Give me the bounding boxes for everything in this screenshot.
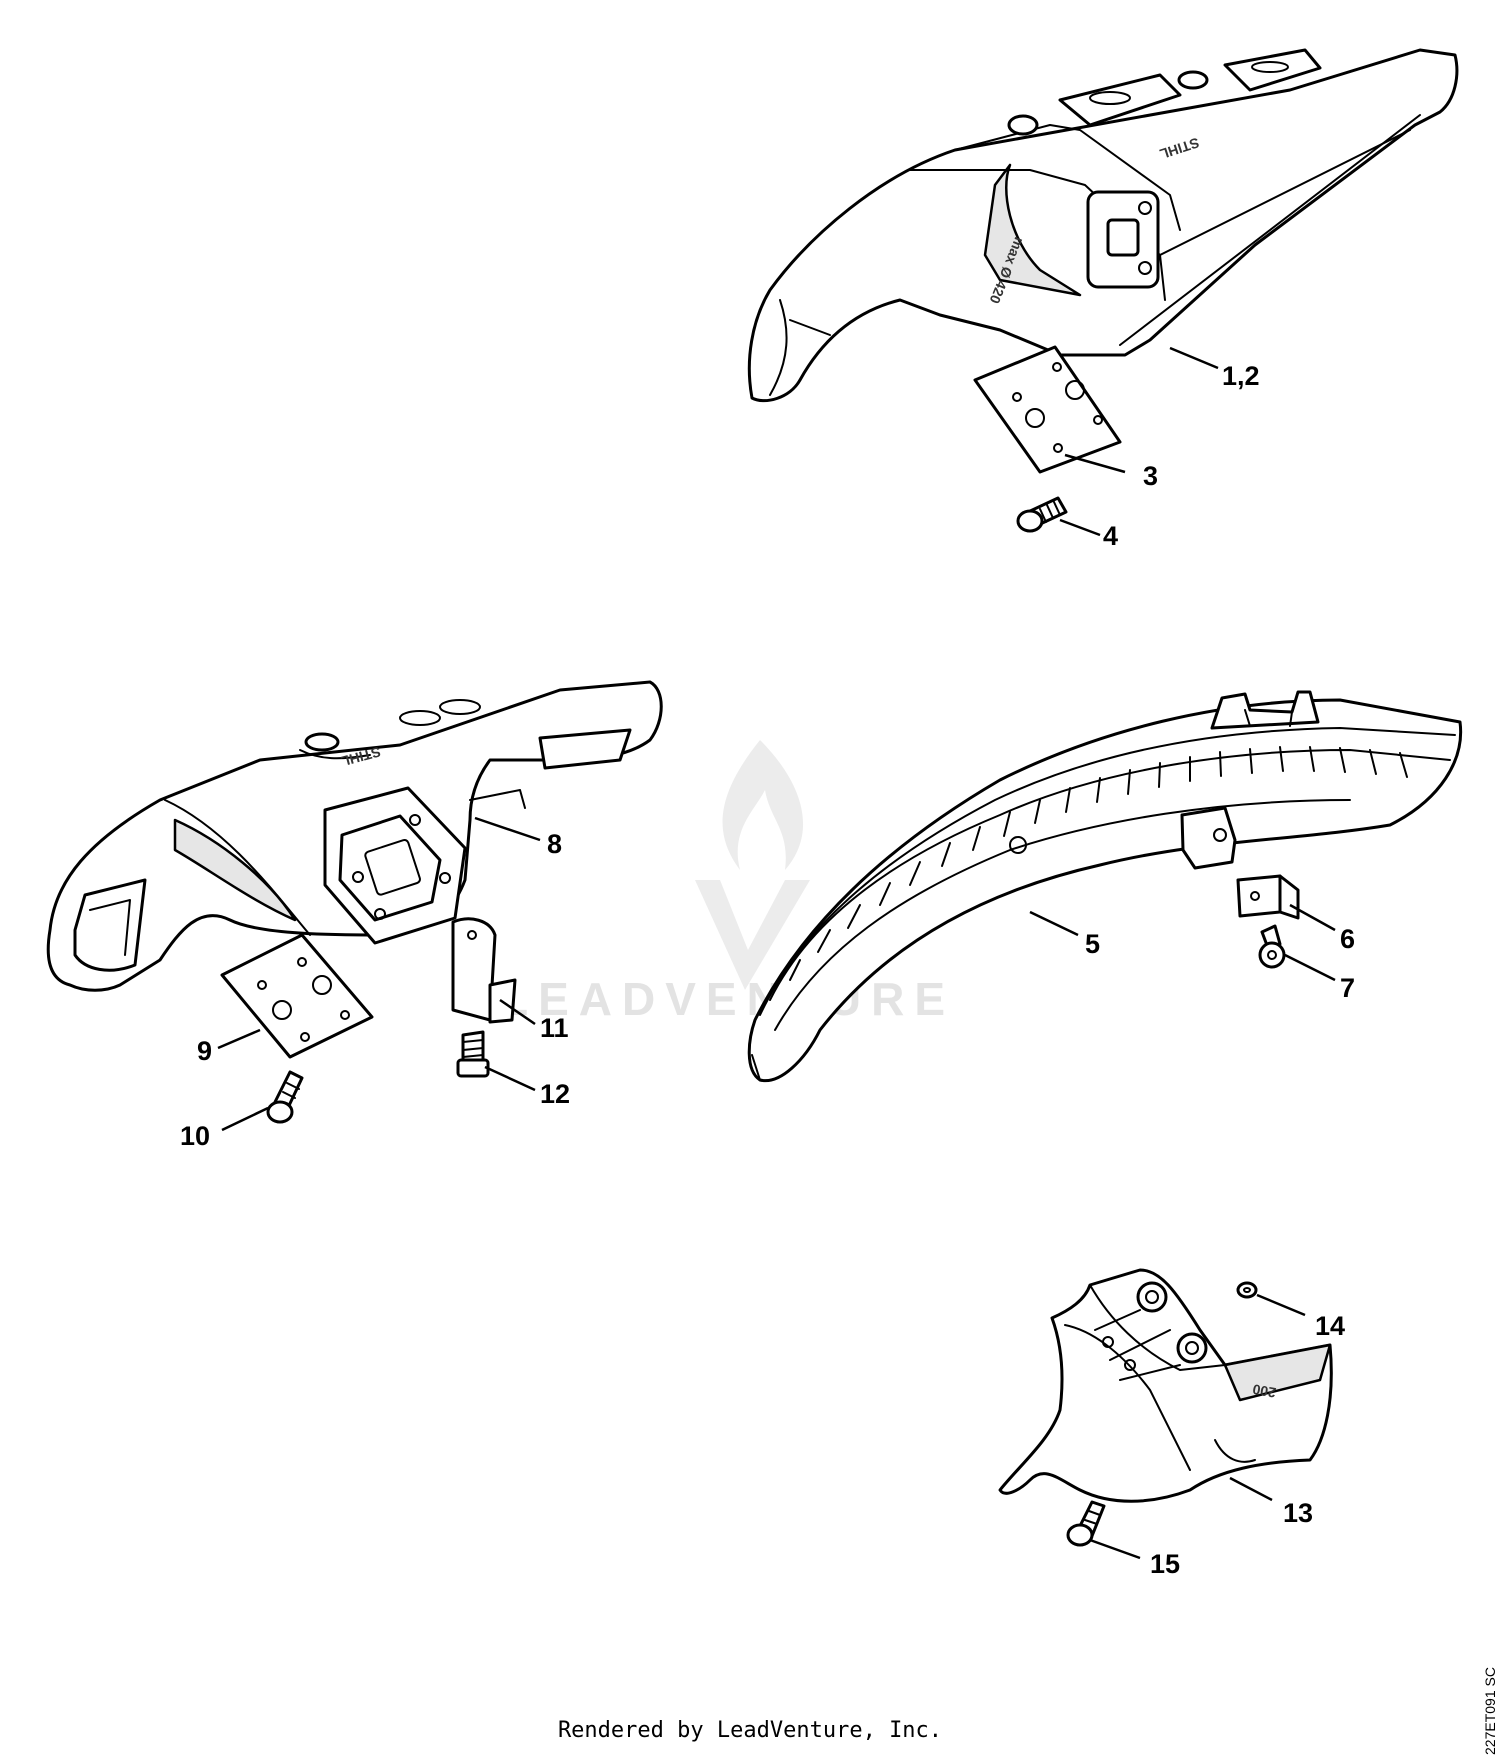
curved-guard-5 xyxy=(747,690,1463,1083)
screw-15 xyxy=(1066,1500,1106,1547)
screw-4 xyxy=(1016,496,1068,533)
callout-10: 10 xyxy=(180,1121,210,1151)
washer-14 xyxy=(1236,1281,1258,1299)
screw-10 xyxy=(266,1070,304,1124)
plate-upper xyxy=(973,345,1122,474)
callout-8: 8 xyxy=(547,829,562,859)
callout-5: 5 xyxy=(1085,929,1100,959)
callout-7: 7 xyxy=(1340,973,1355,1003)
watermark-flame-icon xyxy=(722,740,804,870)
watermark-v-icon xyxy=(695,880,810,990)
screw-12 xyxy=(456,1030,490,1078)
guard-housing-left: STIHL xyxy=(46,680,663,992)
leader-lines xyxy=(217,346,1336,1560)
deflector-marking: 200 xyxy=(1251,1381,1277,1401)
plate-lower xyxy=(220,933,374,1059)
guard-housing-upper: STIHL max Ø 420 xyxy=(747,48,1459,403)
clip-6 xyxy=(1236,874,1300,920)
screw-7 xyxy=(1258,924,1286,969)
watermark: LEADVENTURE xyxy=(500,740,955,1025)
watermark-word: LEADVENTURE xyxy=(500,973,955,1025)
callout-15: 15 xyxy=(1150,1549,1180,1579)
callout-12: 12 xyxy=(540,1079,570,1109)
callout-14: 14 xyxy=(1315,1311,1345,1341)
drawing-code: 227ET091 SC xyxy=(1482,1667,1498,1755)
footer-credit: Rendered by LeadVenture, Inc. xyxy=(557,1718,943,1743)
callout-13: 13 xyxy=(1283,1498,1313,1528)
callout-1-2: 1,2 xyxy=(1222,361,1260,391)
deflector-13: 200 xyxy=(998,1268,1333,1503)
callout-3: 3 xyxy=(1143,461,1158,491)
bracket-11 xyxy=(451,917,517,1024)
callout-9: 9 xyxy=(197,1036,212,1066)
callout-6: 6 xyxy=(1340,924,1355,954)
callout-4: 4 xyxy=(1103,521,1118,551)
callout-labels: 1,2 3 4 8 9 10 11 12 5 6 7 13 14 15 xyxy=(180,361,1355,1579)
callout-11: 11 xyxy=(540,1013,569,1043)
guard-ribs xyxy=(789,746,1408,981)
